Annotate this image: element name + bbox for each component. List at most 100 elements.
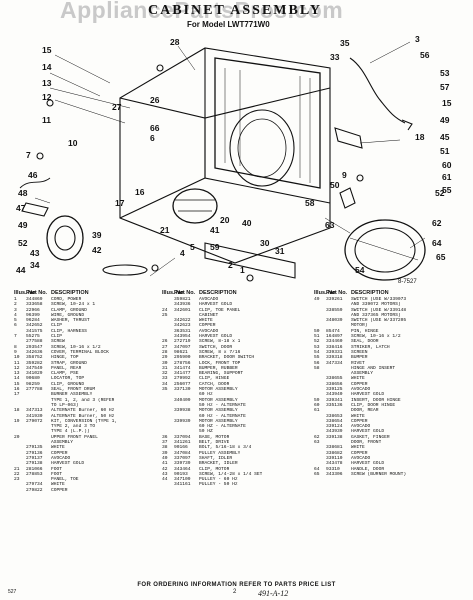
illus-number: 15	[14, 381, 20, 387]
illus-number: 35	[162, 387, 168, 393]
illus-number: 55	[314, 355, 320, 361]
illus-number: 65	[314, 471, 320, 477]
header-cell: DESCRIPTION	[351, 290, 389, 296]
watermark: AppliancePartsPros.com	[60, 0, 344, 23]
callout: 9	[342, 170, 347, 180]
part-description: AND 337365 MOTORS)	[351, 312, 401, 318]
part-number: 338653	[326, 413, 343, 419]
part-number: 93310	[326, 466, 340, 472]
callout: 58	[305, 198, 315, 208]
part-description: INSERT, DOOR HINGE	[351, 397, 401, 403]
part-description: WIRE, GROUND	[51, 312, 85, 318]
part-description: AVOCADO	[199, 328, 219, 334]
callout: 4	[180, 248, 185, 258]
callout: 60	[442, 160, 452, 170]
callout: 66	[150, 123, 160, 133]
part-number: 279138	[26, 461, 43, 467]
callout: 45	[440, 132, 450, 142]
part-description: CLAMP, GROUND	[51, 307, 87, 313]
rear-panel	[214, 57, 321, 189]
illus-number: 17	[14, 392, 20, 398]
part-description: WHITE	[51, 482, 65, 488]
callout: 55	[442, 185, 452, 195]
part-number: 339331	[326, 349, 343, 355]
illus-number: 14	[14, 376, 20, 382]
callout: 64	[432, 238, 442, 248]
part-number: 279822	[26, 487, 43, 493]
part-number: 279136	[26, 450, 43, 456]
part-description: BELT, DRIVE	[199, 440, 230, 446]
part-description: CLIP, TOE PANEL	[199, 307, 241, 313]
part-number: 343954	[174, 334, 191, 340]
corner-mark: 527	[8, 589, 17, 595]
part-description: HANDLE, DOOR	[351, 466, 385, 472]
part-number: 338655	[326, 376, 343, 382]
part-number: 279734	[26, 482, 43, 488]
part-description: WHITE	[351, 413, 365, 419]
table-row: AND 339072 MOTORS)	[314, 302, 466, 307]
callout: 20	[220, 215, 230, 225]
part-number: 343464	[174, 466, 191, 472]
part-number: 334460	[326, 339, 343, 345]
callout: 42	[92, 245, 102, 255]
callout: 41	[210, 225, 220, 235]
table-row: 338653 WHITE	[314, 414, 466, 419]
illus-number: 32	[162, 371, 168, 377]
part-description: PULLEY - 60 Hz	[199, 477, 238, 483]
column-header: Illus. No.Part No.DESCRIPTION	[314, 290, 466, 296]
part-number: 277788	[26, 387, 43, 393]
part-description: WHITE	[51, 445, 65, 451]
part-description: MOTOR)	[351, 323, 368, 329]
part-description: SCREW (BURNER MOUNT)	[351, 471, 407, 477]
part-number: 96399	[26, 312, 40, 318]
callout: 30	[260, 238, 270, 248]
callout: 40	[242, 218, 252, 228]
part-description: COPPER	[51, 450, 68, 456]
part-description: ALTERNATE Burner, 50 Hz	[51, 413, 115, 419]
part-description: SEAL, DOOR	[351, 339, 379, 345]
column-header: Illus. No.Part No.DESCRIPTION	[14, 290, 164, 296]
illus-number: 21	[14, 466, 20, 472]
part-description: SWITCH, DOOR	[199, 344, 233, 350]
part-description: UPPER FRONT PANEL	[51, 434, 98, 440]
part-number: 342623	[174, 323, 191, 329]
part-description: PIN, HINGE	[351, 328, 379, 334]
part-description: CLIP, GROUND	[51, 381, 85, 387]
illus-number: 29	[162, 355, 168, 361]
part-description: SHAFT, IDLER	[199, 455, 233, 461]
part-number: 281066	[26, 466, 43, 472]
table-row: 279136 COPPER	[14, 451, 164, 456]
part-description: WHITE	[199, 318, 213, 324]
part-description: BEARING, SUPPORT	[199, 371, 244, 377]
part-description: AVOCADO	[351, 387, 371, 393]
part-number: 338656	[326, 381, 343, 387]
part-number: 339138	[326, 434, 343, 440]
